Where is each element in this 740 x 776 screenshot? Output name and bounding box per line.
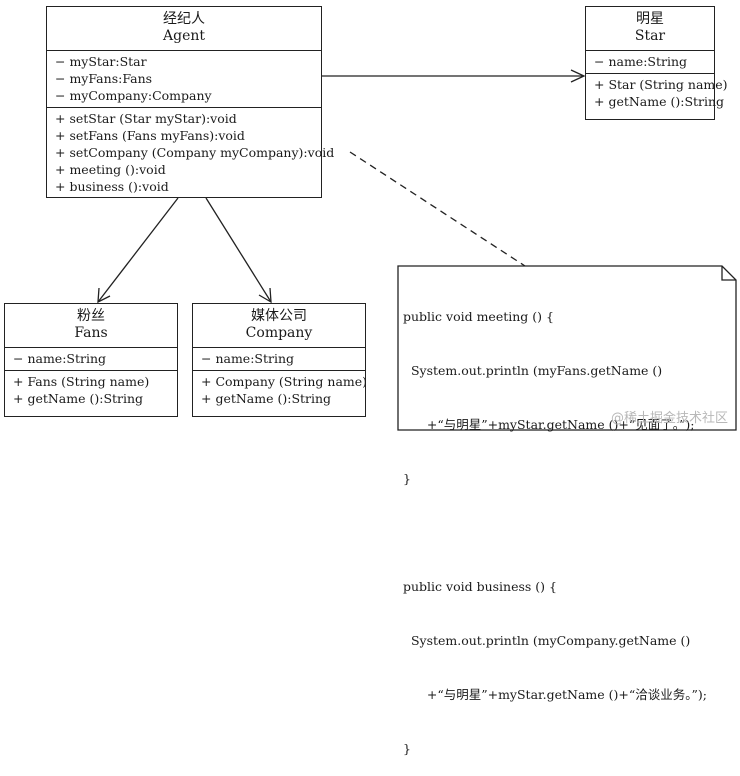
- class-agent-name-cn: 经纪人: [163, 11, 205, 27]
- code-line: }: [403, 471, 411, 486]
- code-line: +“与明星”+myStar.getName ()+“见面了。”);: [403, 417, 695, 432]
- arrowhead-fans: [97, 287, 111, 304]
- attribute: − myStar:Star: [55, 54, 147, 69]
- attribute: − name:String: [201, 351, 295, 366]
- class-company: 媒体公司 Company − name:String + Company (St…: [192, 303, 368, 417]
- code-note: [397, 265, 737, 431]
- arrowhead-company: [258, 287, 272, 304]
- class-fans-attributes: − name:String: [5, 348, 177, 370]
- operation: + meeting ():void: [55, 162, 166, 177]
- arrowhead-star: [570, 69, 586, 83]
- operation: + getName ():String: [201, 391, 332, 406]
- class-fans-header: 粉丝 Fans: [5, 304, 177, 348]
- code-line: public void business () {: [403, 579, 557, 594]
- class-agent-operations: + setStar (Star myStar):void + setFans (…: [47, 107, 335, 198]
- class-agent-name-en: Agent: [163, 28, 205, 44]
- association-agent-company: [205, 197, 272, 303]
- operation: + Company (String name): [201, 374, 368, 389]
- watermark: @稀土掘金技术社区: [610, 411, 728, 426]
- class-star-attributes: − name:String: [586, 51, 714, 73]
- class-star-header: 明星 Star: [586, 7, 714, 51]
- attribute: − myCompany:Company: [55, 88, 212, 103]
- code-line: [403, 524, 707, 542]
- class-company-name-cn: 媒体公司: [251, 308, 307, 324]
- class-fans-operations: + Fans (String name) + getName ():String: [5, 370, 177, 410]
- note-anchor-line: [349, 151, 526, 267]
- class-company-operations: + Company (String name) + getName ():Str…: [193, 370, 368, 410]
- code-note-text: public void meeting () { System.out.prin…: [403, 272, 707, 776]
- code-line: System.out.println (myCompany.getName (): [403, 633, 691, 648]
- operation: + setStar (Star myStar):void: [55, 111, 237, 126]
- operation: + setCompany (Company myCompany):void: [55, 145, 335, 160]
- association-agent-fans: [97, 197, 179, 303]
- code-line: public void meeting () {: [403, 309, 554, 324]
- attribute: − myFans:Fans: [55, 71, 153, 86]
- operation: + setFans (Fans myFans):void: [55, 128, 245, 143]
- class-star-name-cn: 明星: [636, 11, 664, 27]
- class-star-operations: + Star (String name) + getName ():String: [586, 73, 728, 113]
- attribute: − name:String: [13, 351, 107, 366]
- class-company-header: 媒体公司 Company: [193, 304, 365, 348]
- code-line: +“与明星”+myStar.getName ()+“洽谈业务。”);: [403, 687, 707, 702]
- note-fold: [721, 266, 736, 281]
- operation: + getName ():String: [594, 94, 725, 109]
- class-company-attributes: − name:String: [193, 348, 365, 370]
- class-fans: 粉丝 Fans − name:String + Fans (String nam…: [4, 303, 178, 417]
- class-agent: 经纪人 Agent − myStar:Star − myFans:Fans − …: [46, 6, 335, 198]
- class-agent-attributes: − myStar:Star − myFans:Fans − myCompany:…: [47, 51, 321, 107]
- attribute: − name:String: [594, 54, 688, 69]
- class-star: 明星 Star − name:String + Star (String nam…: [585, 6, 728, 120]
- operation: + getName ():String: [13, 391, 144, 406]
- code-line: }: [403, 741, 411, 756]
- operation: + Star (String name): [594, 77, 728, 92]
- class-company-name-en: Company: [245, 325, 313, 341]
- class-fans-name-cn: 粉丝: [77, 308, 105, 324]
- operation: + business ():void: [55, 179, 169, 194]
- class-fans-name-en: Fans: [74, 325, 108, 341]
- class-star-name-en: Star: [634, 28, 666, 44]
- diagram-connectors: [97, 69, 737, 431]
- operation: + Fans (String name): [13, 374, 150, 389]
- code-line: System.out.println (myFans.getName (): [403, 363, 663, 378]
- class-agent-header: 经纪人 Agent: [47, 7, 321, 51]
